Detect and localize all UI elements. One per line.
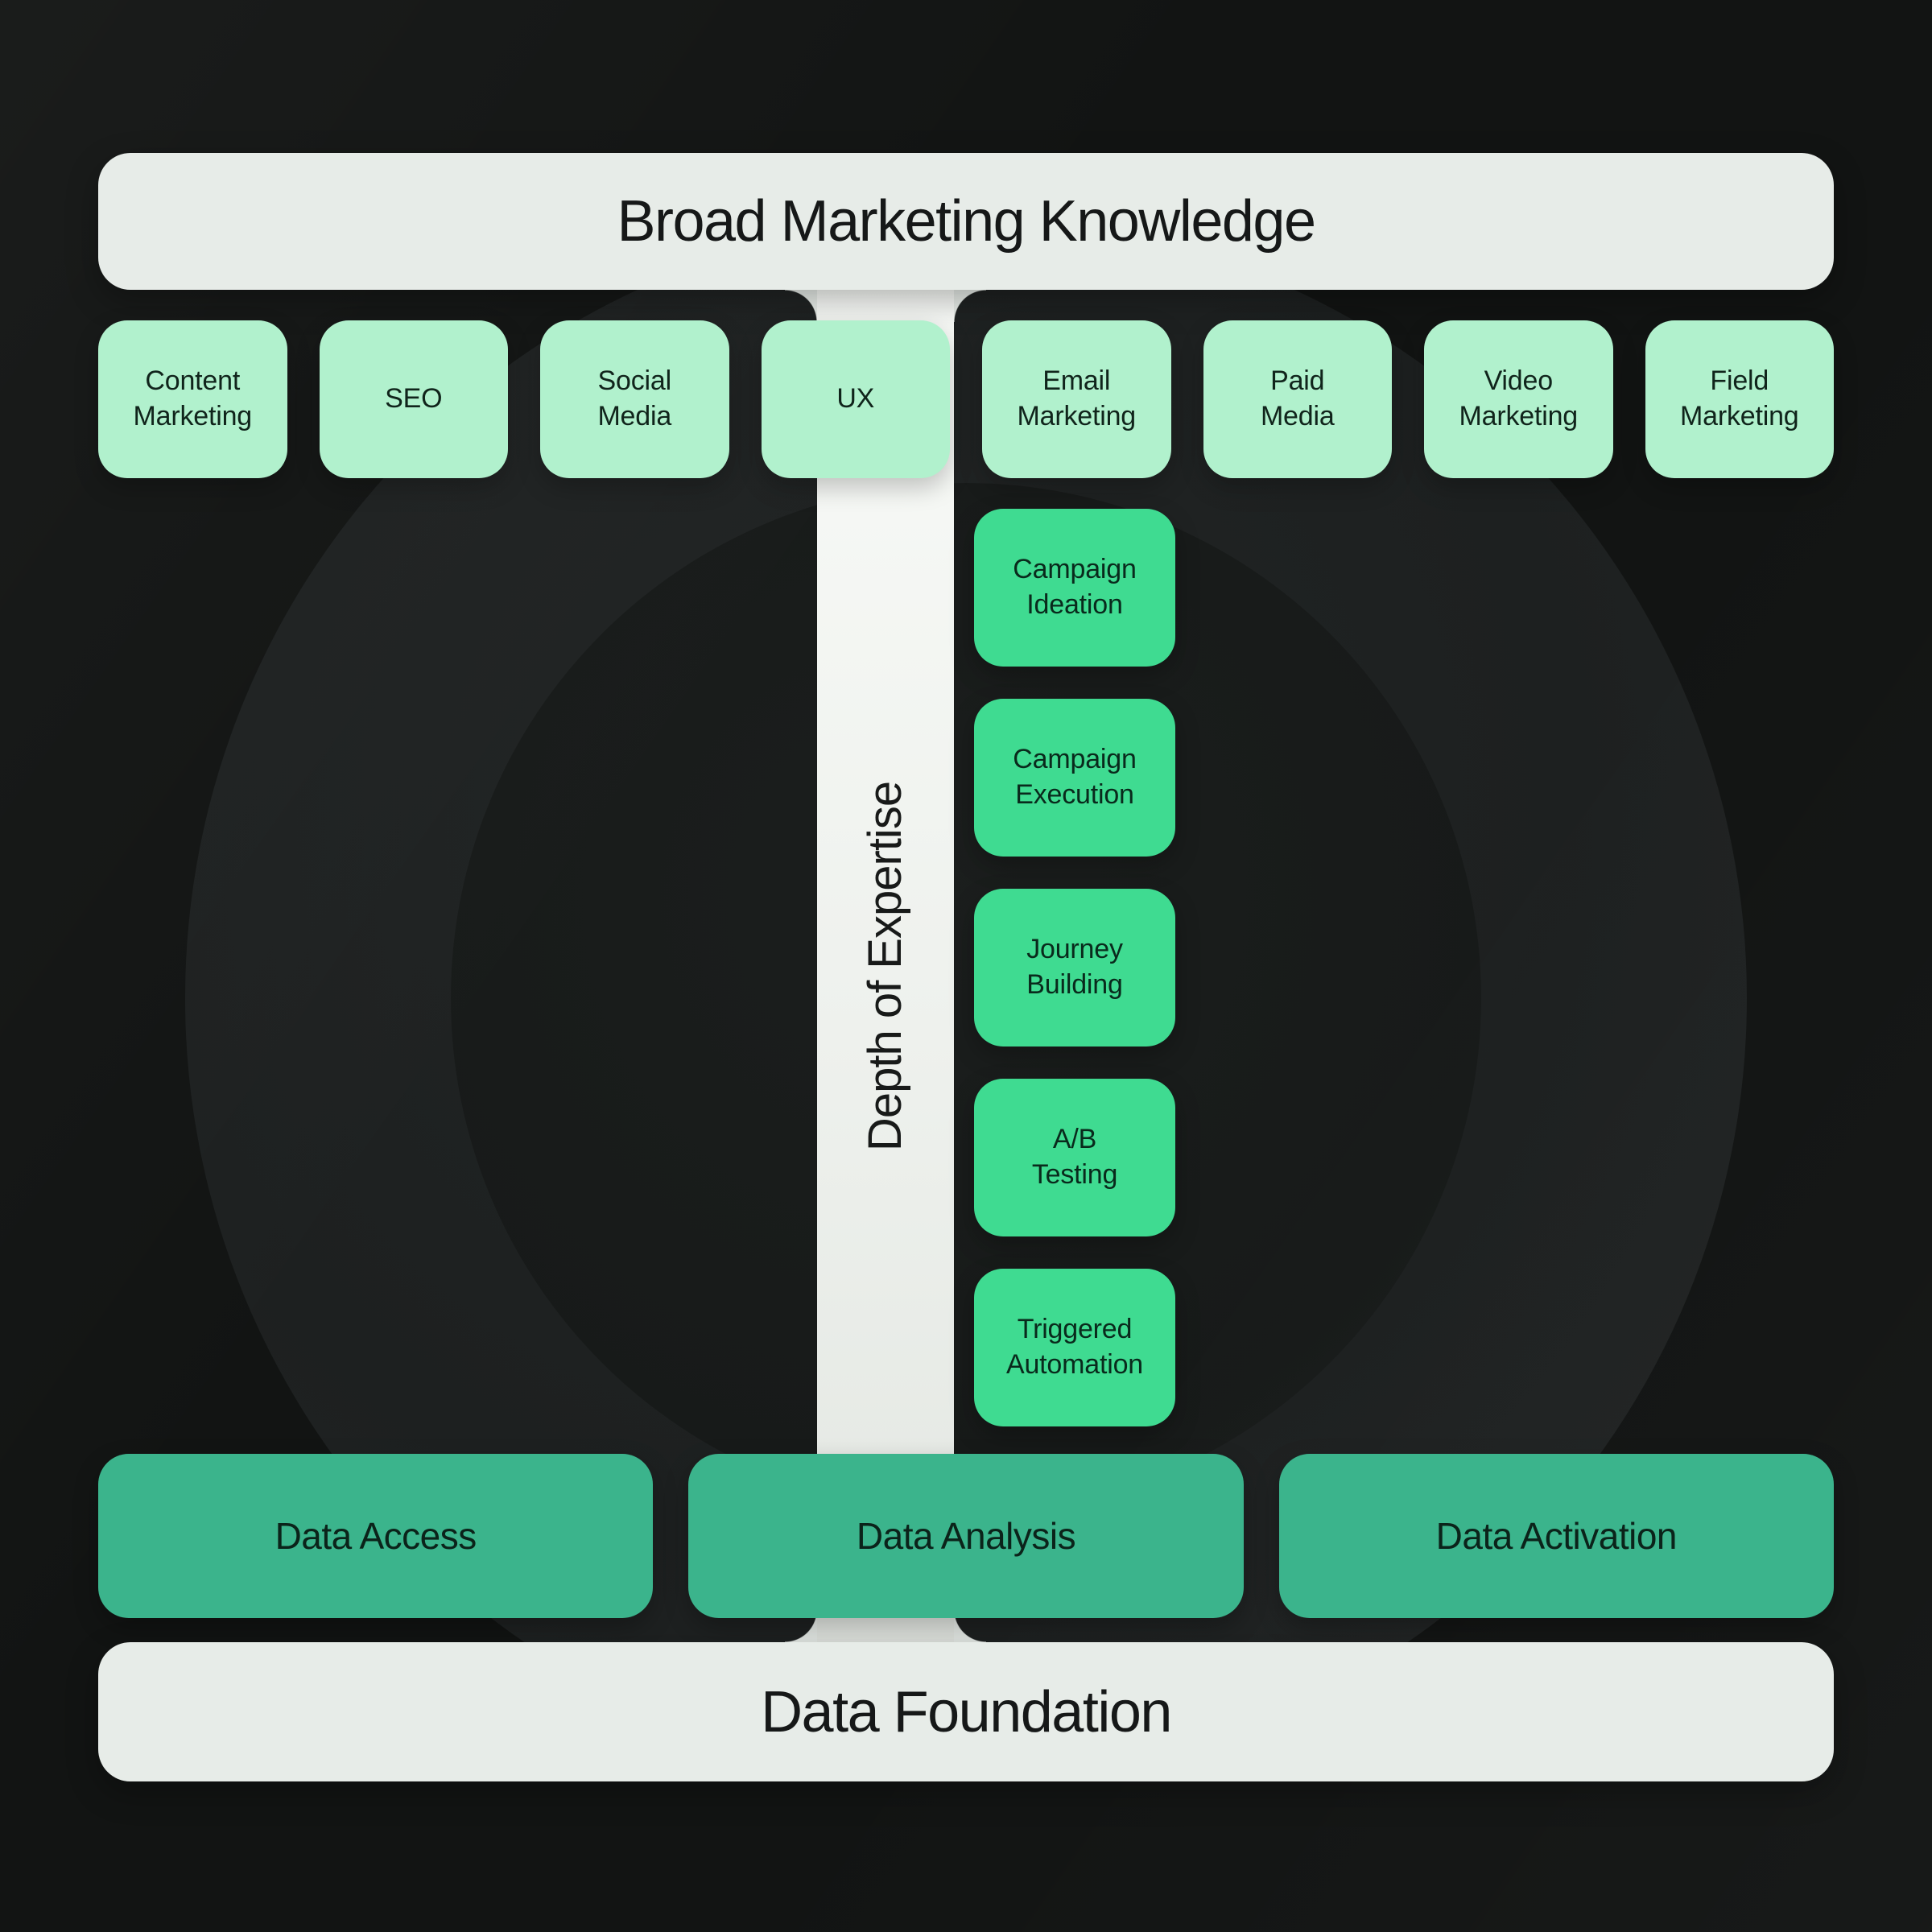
data-foundation-bar: Data Foundation [98,1642,1834,1781]
broad-skill-field-marketing: Field Marketing [1645,320,1834,478]
junction-fillet-top-left [785,290,817,322]
broad-skills-row: Content Marketing SEO Social Media UX Em… [98,320,1834,478]
broad-skill-paid-media: Paid Media [1203,320,1392,478]
depth-skills-column: Campaign Ideation Campaign Execution Jou… [974,509,1175,1426]
data-foundation-label: Data Foundation [761,1679,1172,1744]
data-layer-row: Data Access Data Analysis Data Activatio… [98,1454,1834,1618]
broad-skill-email-marketing: Email Marketing [982,320,1171,478]
data-layer-data-activation: Data Activation [1278,1454,1834,1618]
broad-knowledge-bar: Broad Marketing Knowledge [98,153,1834,290]
depth-axis-bar: Depth of Expertise [817,282,954,1650]
data-layer-data-access: Data Access [98,1454,654,1618]
depth-skill-campaign-execution: Campaign Execution [974,699,1175,857]
broad-skill-seo: SEO [319,320,508,478]
broad-knowledge-label: Broad Marketing Knowledge [617,189,1316,254]
depth-axis-label: Depth of Expertise [859,781,912,1151]
broad-skill-ux: UX [761,320,950,478]
junction-fillet-top-right [954,290,986,322]
depth-skill-triggered-automation: Triggered Automation [974,1269,1175,1426]
broad-skill-social-media: Social Media [540,320,729,478]
background-inner-circle [451,483,1481,1513]
data-layer-data-analysis: Data Analysis [688,1454,1244,1618]
broad-skill-video-marketing: Video Marketing [1424,320,1613,478]
depth-skill-journey-building: Journey Building [974,889,1175,1046]
depth-skill-campaign-ideation: Campaign Ideation [974,509,1175,667]
broad-skill-content-marketing: Content Marketing [98,320,287,478]
depth-skill-ab-testing: A/B Testing [974,1079,1175,1236]
